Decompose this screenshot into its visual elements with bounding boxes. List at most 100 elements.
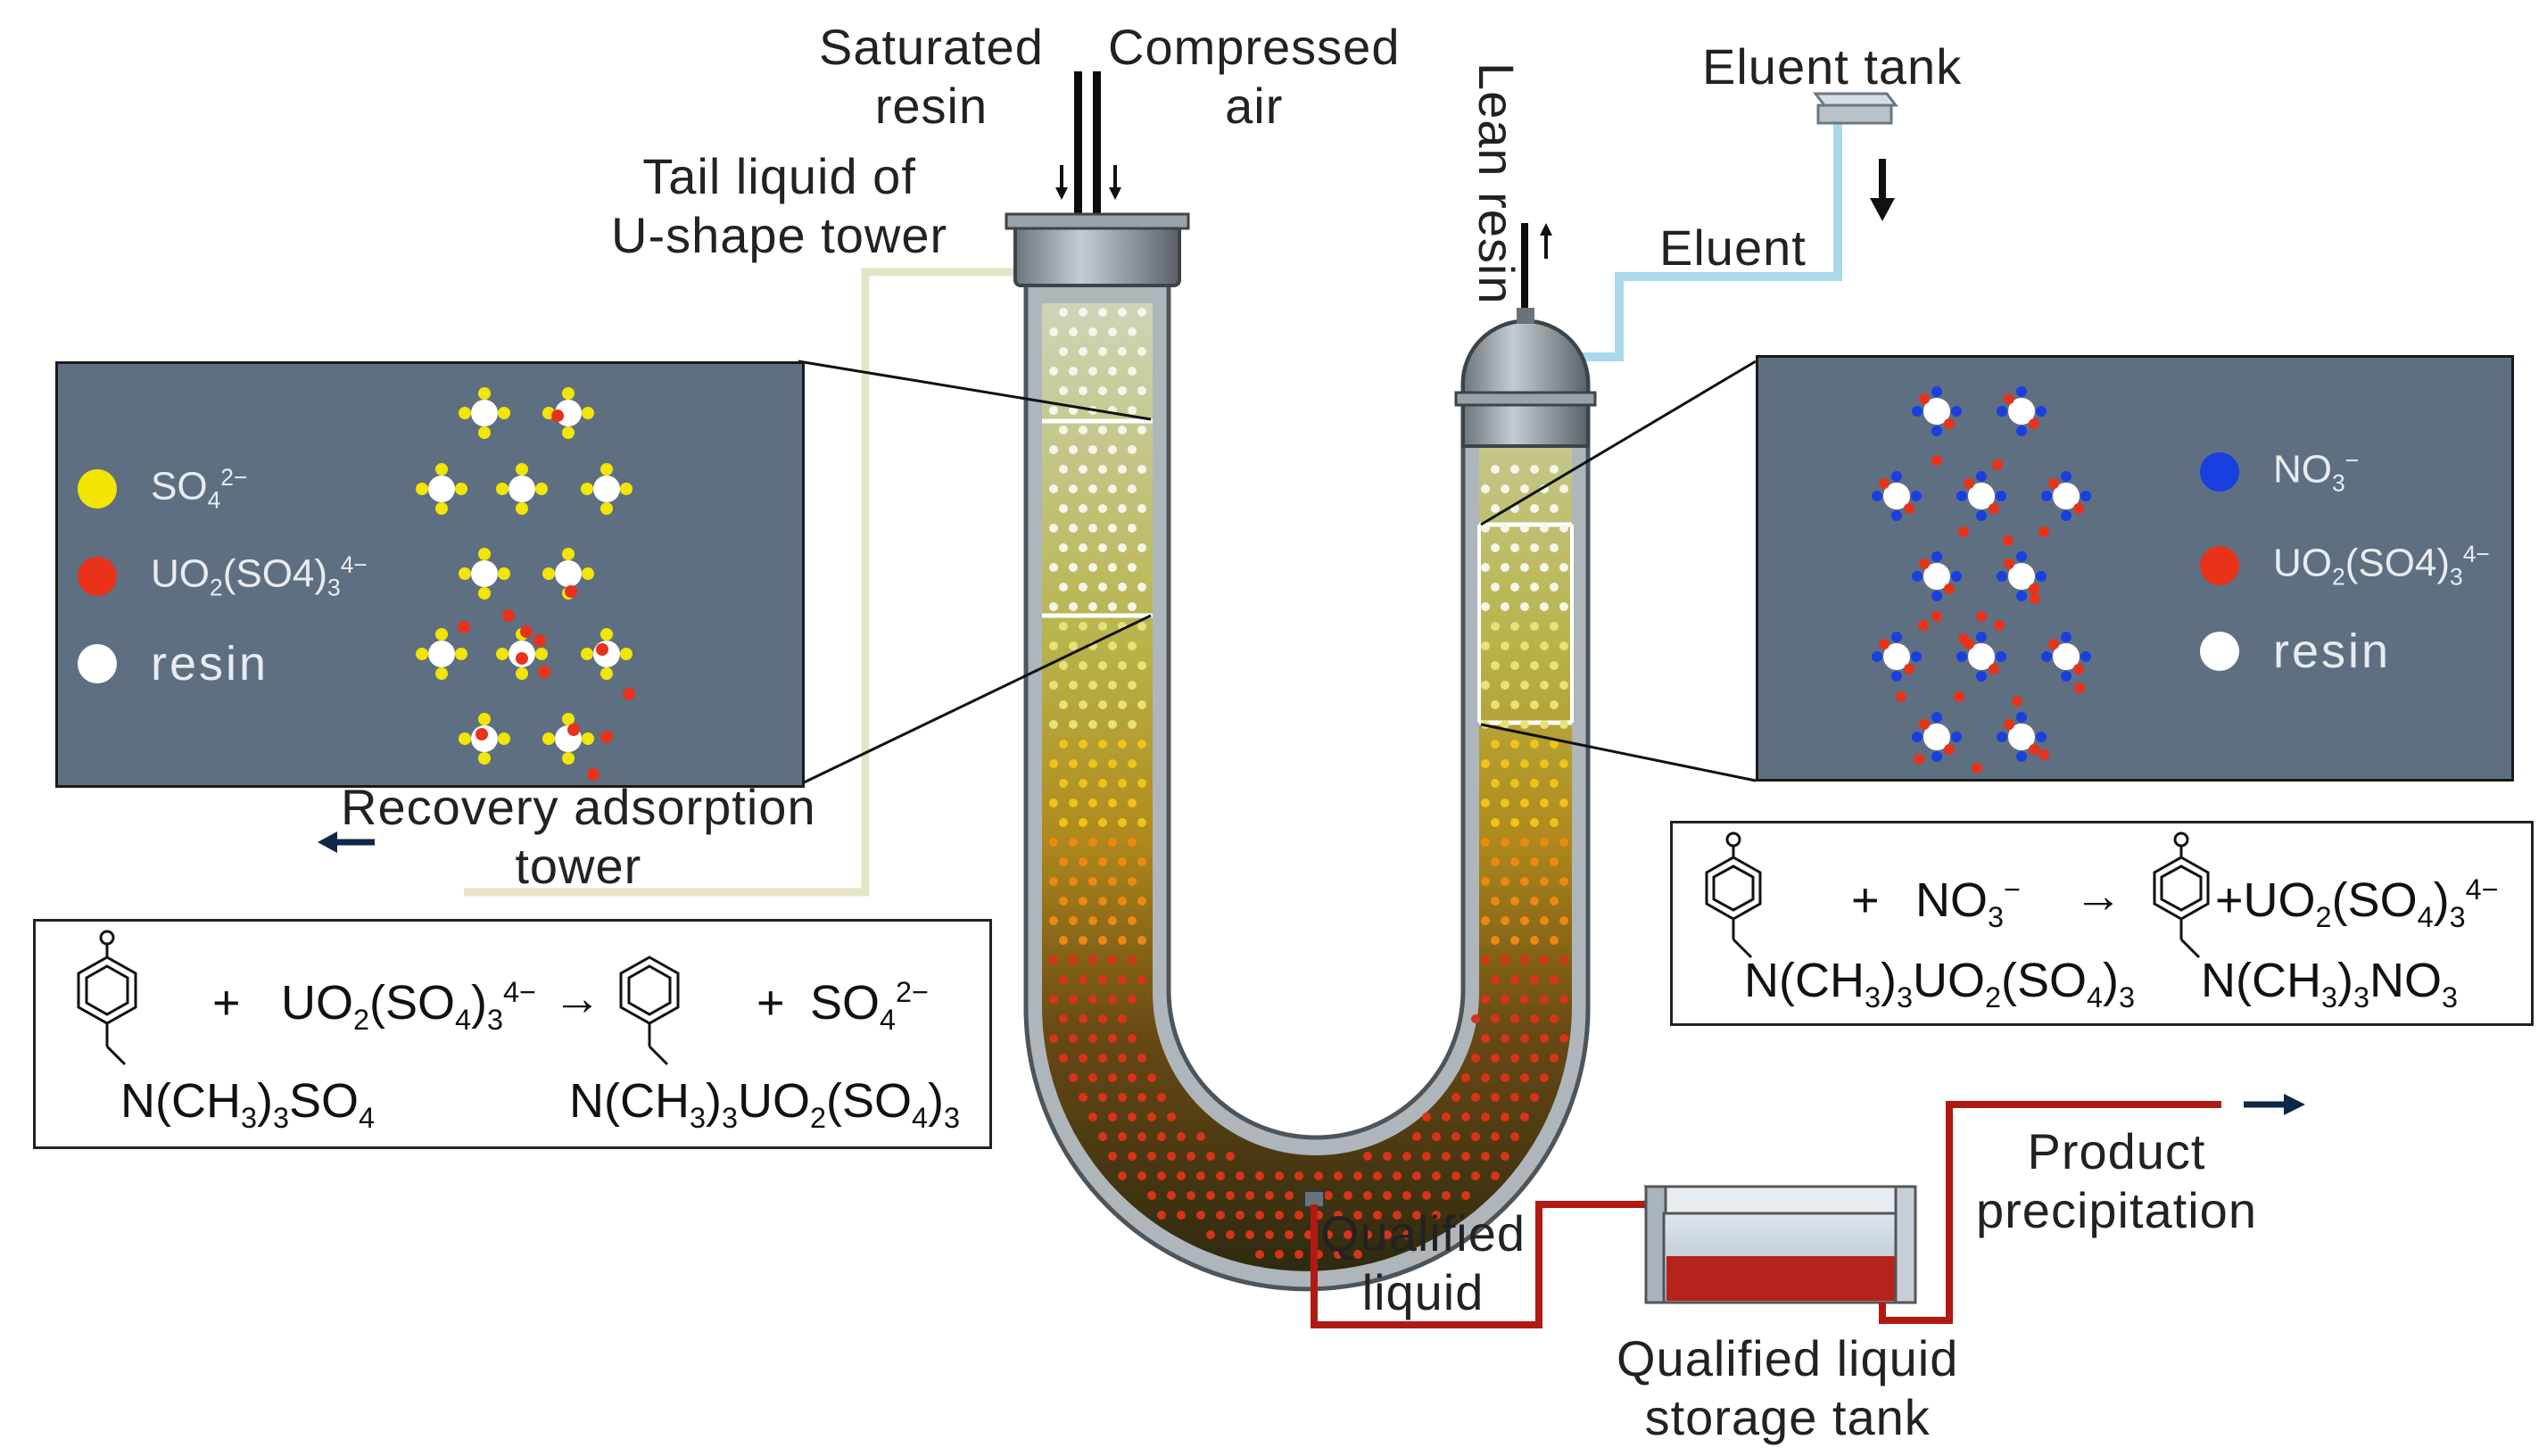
resin-bead (1520, 838, 1529, 847)
resin-bead (1491, 897, 1500, 906)
sulfate-ion (498, 407, 510, 419)
resin-bead (1098, 936, 1107, 945)
resin-bead (1059, 1014, 1068, 1023)
recovery-tower-line1: Recovery adsorption (341, 779, 816, 835)
nitrate-ion (1951, 732, 1962, 742)
resin-bead (2008, 398, 2035, 425)
resin-bead (1334, 1250, 1343, 1259)
resin-bead (1540, 602, 1549, 611)
sulfate-ion (498, 732, 510, 745)
resin-bead (1510, 543, 1519, 552)
resin-bead (1059, 504, 1068, 513)
resin-bead (1108, 720, 1117, 729)
uranyl-ion (1994, 620, 2005, 631)
resin-bead (1520, 484, 1529, 493)
resin-bead (1491, 543, 1500, 552)
resin-bead (1216, 1171, 1225, 1180)
sulfate-ion (562, 387, 575, 400)
resin-bead (1108, 681, 1117, 690)
resin-bead (1088, 524, 1097, 533)
sulfate-ion (620, 648, 633, 660)
saturated-resin-label: Saturated resin (819, 18, 1044, 136)
resin-bead (1530, 543, 1539, 552)
uranyl-ion (2030, 593, 2040, 604)
sulfate-ion (496, 648, 509, 660)
uranyl-ion (533, 634, 546, 647)
resin-bead (1137, 426, 1146, 434)
resin-bead (1550, 740, 1559, 749)
resin-bead (1157, 1093, 1166, 1102)
resin-bead (2053, 483, 2080, 509)
resin-bead (1520, 877, 1529, 886)
resin-bead (1550, 1054, 1559, 1063)
eq-right-arrow: → (2074, 869, 2122, 922)
resin-bead (1432, 1171, 1441, 1180)
tail-liquid-pipe (464, 268, 1017, 897)
resin-bead (1432, 1211, 1441, 1220)
sulfate-ion (496, 483, 509, 495)
resin-bead (1108, 445, 1117, 454)
resin-bead (1118, 1132, 1127, 1141)
resin-bead (1128, 1152, 1137, 1161)
uranyl-ion (551, 410, 564, 422)
sulfate-ion (516, 463, 528, 476)
resin-bead (1491, 622, 1500, 631)
resin-bead (2008, 563, 2035, 590)
sulfate-ion (478, 587, 491, 600)
resin-bead (1049, 798, 1058, 807)
tail-liquid-label: Tail liquid of U-shape tower (611, 147, 947, 265)
nitrate-ion (1891, 510, 1902, 521)
resin-bead (1059, 661, 1068, 670)
sulfate-ion (562, 752, 575, 765)
resin-bead (1147, 1073, 1156, 1082)
resin-bead (1442, 1191, 1451, 1200)
resin-bead (471, 400, 498, 426)
resin-bead (1137, 583, 1146, 592)
qualified-liquid-line1: Qualified (1320, 1205, 1526, 1262)
compressed-air-line1: Compressed (1108, 19, 1401, 75)
resin-bead (1363, 1152, 1372, 1161)
uranyl-dot-icon-right (2200, 546, 2239, 586)
product-precipitation-line2: precipitation (1976, 1182, 2257, 1239)
sulfate-ion (600, 463, 613, 476)
resin-bead (1059, 975, 1068, 984)
resin-bead (1049, 641, 1058, 650)
resin-bead (1069, 720, 1078, 729)
uranyl-ion (1944, 583, 1955, 594)
resin-bead (1559, 602, 1568, 611)
resin-bead (1550, 975, 1559, 984)
resin-bead (1491, 740, 1500, 749)
resin-bead (1550, 661, 1559, 670)
resin-bead (1501, 641, 1509, 650)
resin-bead (1059, 347, 1068, 356)
sulfate-ion (581, 648, 593, 660)
nitrate-ion (2061, 471, 2072, 482)
resin-bead (1510, 818, 1519, 827)
resin-bead (1550, 543, 1559, 552)
resin-bead (1108, 641, 1117, 650)
resin-bead (1108, 602, 1117, 611)
resin-bead (1098, 897, 1107, 906)
nitrate-ion (2061, 510, 2072, 521)
resin-bead (1187, 1191, 1195, 1200)
sulfate-ion (459, 567, 471, 580)
resin-bead (1049, 602, 1058, 611)
sulfate-ion (600, 667, 613, 680)
resin-bead (2008, 724, 2035, 750)
resin-bead (1137, 1171, 1146, 1180)
sulfate-ion (562, 426, 575, 439)
resin-bead (1059, 426, 1068, 434)
left-molecule-cluster (416, 387, 635, 781)
resin-bead (1294, 1211, 1303, 1220)
storage-tank-icon (1643, 1185, 1917, 1304)
eq-right-resin-right: N(CH3)3NO3 (2201, 954, 2459, 1013)
resin-bead (1196, 1132, 1205, 1141)
resin-bead (1049, 956, 1058, 964)
nitrate-dot-icon (2200, 452, 2239, 492)
resin-bead (1540, 681, 1549, 690)
sulfate-ion (478, 548, 491, 560)
resin-bead (1923, 563, 1950, 590)
resin-bead (1098, 975, 1107, 984)
resin-bead (1137, 975, 1146, 984)
resin-bead (1540, 524, 1549, 533)
